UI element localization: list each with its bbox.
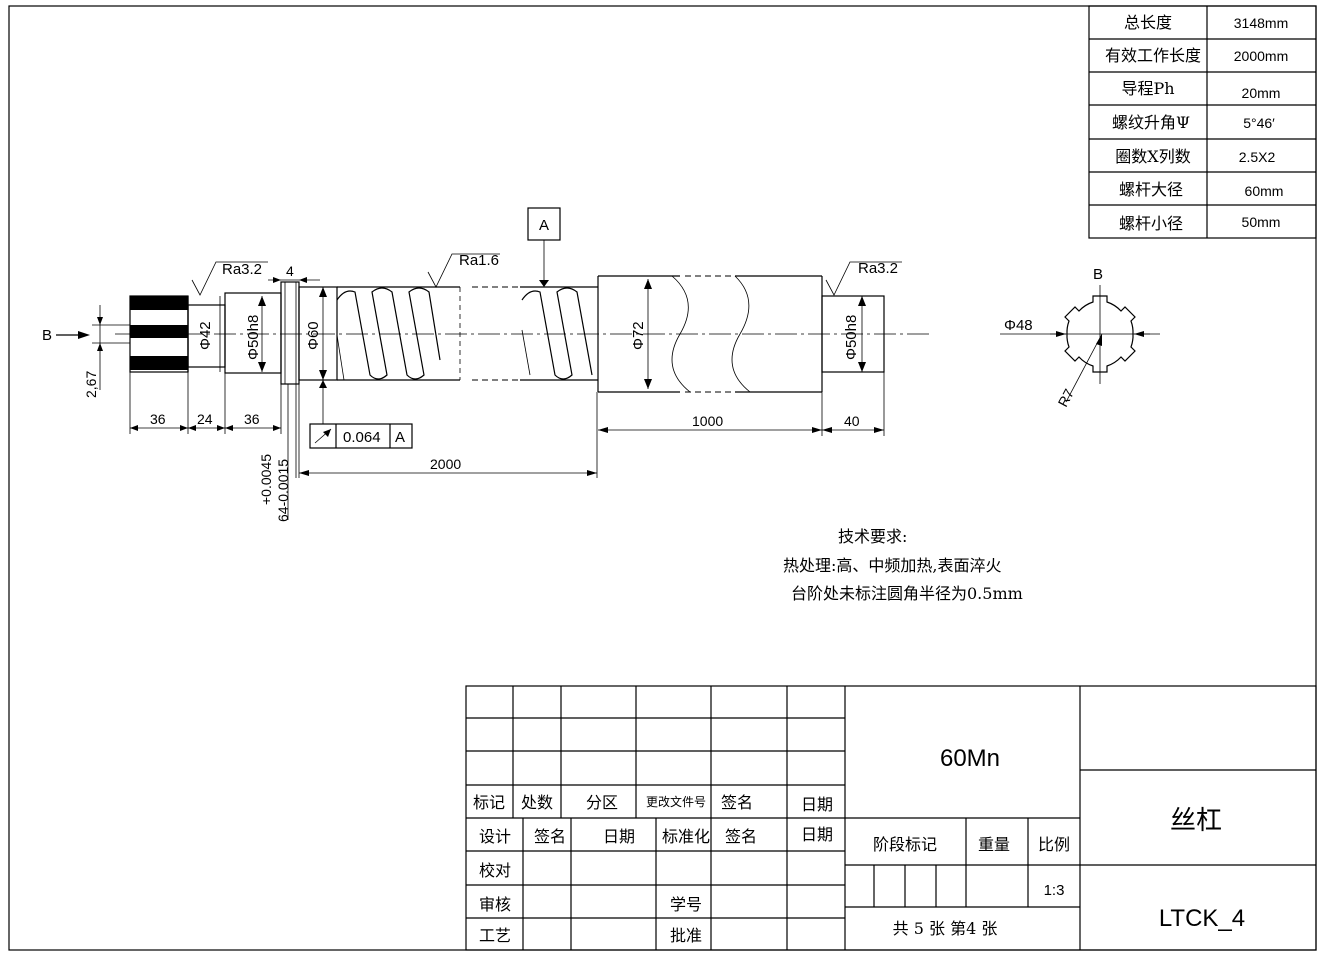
dim-2000: 2000 xyxy=(298,384,598,478)
svg-text:2000: 2000 xyxy=(430,456,461,472)
svg-text:Ra3.2: Ra3.2 xyxy=(858,260,898,277)
param-value-turns: 2.5X2 xyxy=(1239,149,1276,165)
datum-a: A xyxy=(527,207,561,287)
thread-right xyxy=(520,286,598,381)
body-72 xyxy=(597,275,823,393)
dia-50-left-label: Φ50h8 xyxy=(245,315,262,360)
rev-header-zone: 分区 xyxy=(586,793,618,812)
svg-text:0.064: 0.064 xyxy=(343,429,381,446)
part-name: 丝杠 xyxy=(1170,806,1222,836)
view-b-label: B xyxy=(1093,266,1103,283)
rev-header-count: 处数 xyxy=(521,793,553,812)
design-label: 设计 xyxy=(479,827,511,846)
dia-42-label: Φ42 xyxy=(197,321,214,350)
param-label-effective-length: 有效工作长度 xyxy=(1105,46,1201,65)
svg-text:Ra1.6: Ra1.6 xyxy=(459,252,499,269)
param-label-turns: 圈数X列数 xyxy=(1115,147,1190,166)
svg-text:2,67: 2,67 xyxy=(83,371,99,398)
param-value-helix-angle: 5°46′ xyxy=(1243,115,1275,131)
svg-text:40: 40 xyxy=(844,413,860,429)
dim-chain-left: 36 24 36 xyxy=(129,372,282,434)
svg-text:A: A xyxy=(539,217,549,234)
roughness-symbol-3: Ra3.2 xyxy=(825,260,902,296)
check-label: 校对 xyxy=(479,861,511,880)
svg-text:A: A xyxy=(395,429,405,446)
rev-header-sign: 签名 xyxy=(721,793,753,812)
param-label-helix-angle: 螺纹升角Ψ xyxy=(1112,113,1190,132)
process-label: 工艺 xyxy=(479,926,511,945)
dim-4: 4 xyxy=(268,263,320,283)
dia-50-right-label: Φ50h8 xyxy=(843,315,860,360)
svg-text:24: 24 xyxy=(197,411,213,427)
neck-60 xyxy=(298,286,338,381)
rev-header-date: 日期 xyxy=(801,795,833,814)
review-label: 审核 xyxy=(479,895,511,914)
shaft-view: B xyxy=(42,207,930,522)
dia-72-label: Φ72 xyxy=(630,321,647,350)
scale-label: 比例 xyxy=(1038,835,1070,854)
approve-label: 批准 xyxy=(670,926,702,945)
param-value-major-diameter: 60mm xyxy=(1245,183,1284,199)
design-sign-label: 签名 xyxy=(534,827,566,846)
svg-text:1000: 1000 xyxy=(692,413,723,429)
dim-2-67: 2,67 xyxy=(83,305,130,398)
title-block: 标记 处数 分区 更改文件号 签名 日期 设计 签名 日期 标准化 签名 日期 … xyxy=(465,685,1317,951)
material-text: 60Mn xyxy=(940,745,1000,772)
dia-60-label: Φ60 xyxy=(305,321,322,350)
param-label-total-length: 总长度 xyxy=(1124,13,1172,32)
param-value-effective-length: 2000mm xyxy=(1234,48,1288,64)
r7-label: R7 xyxy=(1055,386,1078,410)
svg-text:Ra3.2: Ra3.2 xyxy=(222,261,262,278)
runout-frame: 0.064 A xyxy=(309,380,413,449)
svg-text:4: 4 xyxy=(286,263,294,279)
svg-text:36: 36 xyxy=(150,411,166,427)
stage-label: 阶段标记 xyxy=(873,835,937,854)
rev-header-change-doc: 更改文件号 xyxy=(646,794,706,809)
param-value-lead: 20mm xyxy=(1242,85,1281,101)
rev-header-mark: 标记 xyxy=(473,793,505,812)
drawing-number: LTCK_4 xyxy=(1159,905,1245,932)
param-label-minor-diameter: 螺杆小径 xyxy=(1119,214,1183,233)
param-value-total-length: 3148mm xyxy=(1234,15,1288,31)
view-b: B Φ48 R7 xyxy=(1000,266,1160,409)
standardize-label: 标准化 xyxy=(662,827,710,846)
param-value-minor-diameter: 50mm xyxy=(1242,214,1281,230)
notes-line-2: 台阶处未标注圆角半径为0.5mm xyxy=(791,584,1023,603)
design-date-label: 日期 xyxy=(603,827,635,846)
svg-text:36: 36 xyxy=(244,411,260,427)
scale-value: 1:3 xyxy=(1044,882,1065,899)
dia-48-label: Φ48 xyxy=(1004,317,1033,334)
notes-line-1: 热处理:高、中频加热,表面淬火 xyxy=(783,556,1001,575)
journal-50-right xyxy=(821,295,885,373)
weight-label: 重量 xyxy=(978,835,1010,854)
params-table: 总长度 3148mm 有效工作长度 2000mm 导程Ph 20mm 螺纹升角Ψ… xyxy=(1088,5,1317,239)
spline-end xyxy=(129,295,189,373)
notes-title: 技术要求: xyxy=(838,527,907,546)
tol-base: 64-0.0015 xyxy=(275,459,291,522)
thread-left xyxy=(336,286,461,381)
roughness-symbol-1: Ra3.2 xyxy=(191,261,268,296)
standardize-sign-label: 签名 xyxy=(725,827,757,846)
tol-upper: +0.0045 xyxy=(258,454,274,505)
standardize-date-label: 日期 xyxy=(801,825,833,844)
param-label-major-diameter: 螺杆大径 xyxy=(1119,180,1183,199)
dim-1000-40: 1000 40 xyxy=(598,372,885,436)
view-b-arrow-label: B xyxy=(42,327,52,344)
roughness-symbol-2: Ra1.6 xyxy=(427,252,500,288)
sheet-count: 共 5 张 第4 张 xyxy=(893,919,998,938)
student-no-label: 学号 xyxy=(670,895,702,914)
param-label-lead: 导程Ph xyxy=(1121,79,1174,98)
